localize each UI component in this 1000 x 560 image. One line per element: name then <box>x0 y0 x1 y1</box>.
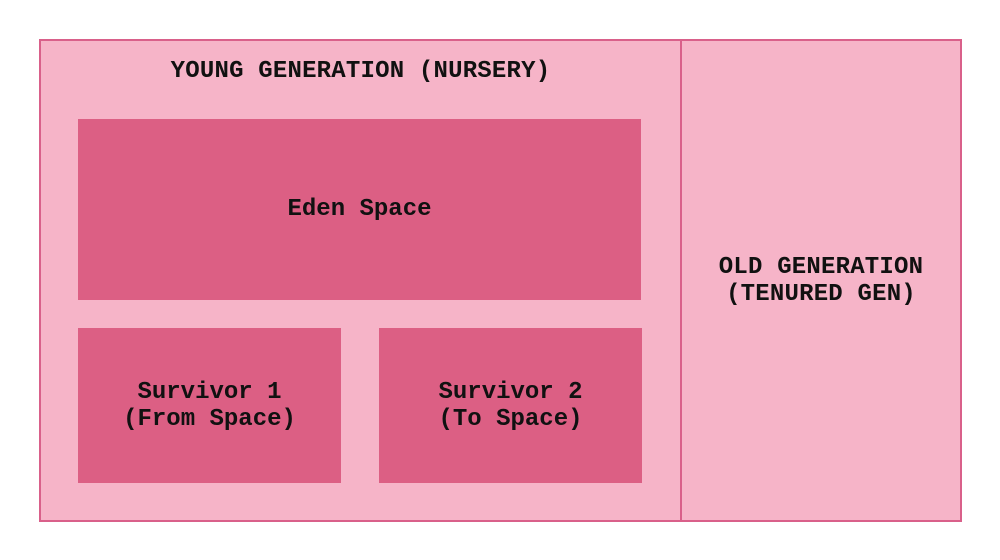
survivor-1-box: Survivor 1 (From Space) <box>78 328 341 483</box>
young-generation-label: YOUNG GENERATION (NURSERY) <box>170 58 551 85</box>
survivor-2-label: Survivor 2 (To Space) <box>438 378 583 433</box>
eden-space-label: Eden Space <box>287 196 432 223</box>
survivor-1-label: Survivor 1 (From Space) <box>123 378 296 433</box>
old-generation-box: OLD GENERATION (TENURED GEN) <box>680 39 962 522</box>
eden-space-box: Eden Space <box>78 119 641 300</box>
survivor-2-box: Survivor 2 (To Space) <box>379 328 642 483</box>
old-generation-label: OLD GENERATION (TENURED GEN) <box>718 253 924 308</box>
